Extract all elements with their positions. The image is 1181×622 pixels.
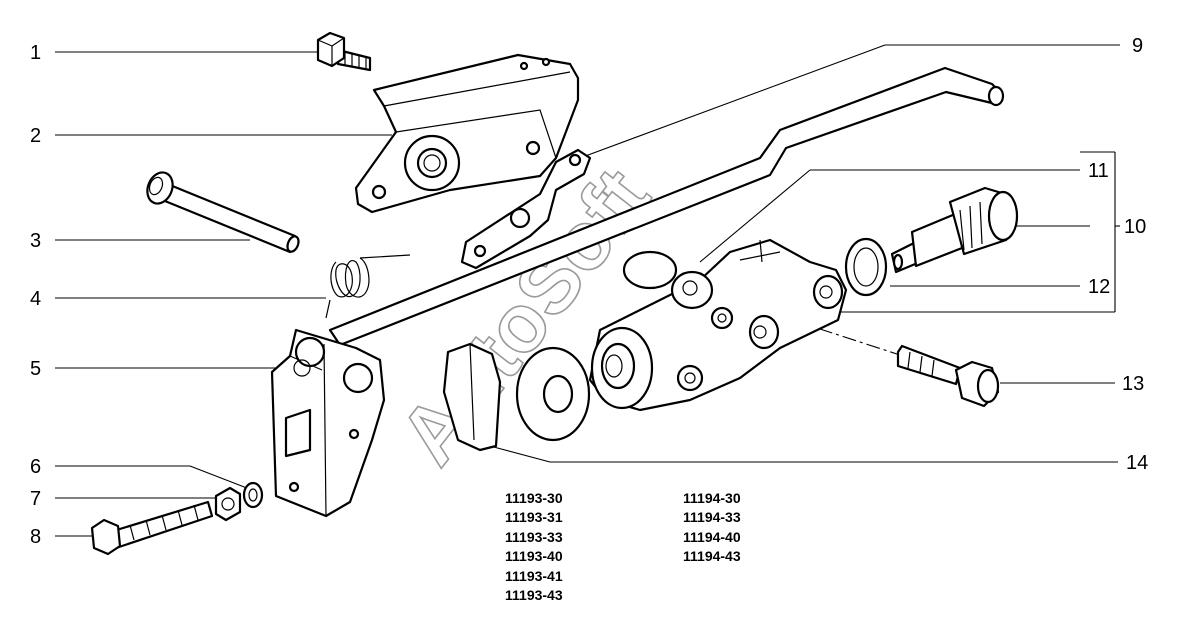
callout-13: 13 — [1122, 373, 1144, 395]
part-9-rod — [328, 66, 1005, 347]
variant-code: 11194-30 — [683, 490, 741, 506]
variant-code: 11194-40 — [683, 529, 741, 545]
variant-code: 11194-43 — [683, 548, 741, 564]
part-8-bolt — [90, 500, 214, 556]
part-12-seal-ring — [844, 237, 888, 297]
valve-body-assembly — [515, 238, 848, 442]
part-11-lever — [460, 148, 592, 270]
part-7-washer — [214, 486, 242, 522]
variant-code: 11193-41 — [505, 568, 563, 584]
part-5-lever-bracket — [270, 328, 386, 518]
part-13-bolt — [896, 344, 1000, 408]
callout-5: 5 — [30, 358, 41, 380]
variant-list-b: 11194-30 11194-33 11194-40 11194-43 — [683, 490, 741, 564]
variant-code: 11193-31 — [505, 509, 563, 525]
callout-10: 10 — [1124, 216, 1146, 238]
callout-4: 4 — [30, 288, 41, 310]
variant-code: 11193-30 — [505, 490, 563, 506]
part-14-bracket — [442, 342, 502, 452]
callout-1: 1 — [30, 42, 41, 64]
variant-code: 11193-43 — [505, 587, 563, 603]
part-6-lock-washer — [242, 481, 264, 509]
part-3-pin — [146, 171, 300, 254]
variant-list-a: 11193-30 11193-31 11193-33 11193-40 1119… — [505, 490, 563, 603]
variant-code: 11193-33 — [505, 529, 563, 545]
callout-3: 3 — [30, 230, 41, 252]
callout-12: 12 — [1088, 276, 1110, 298]
callout-11: 11 — [1088, 160, 1109, 182]
part-1-bolt — [316, 31, 372, 72]
leader-lines — [55, 44, 1120, 537]
part-4-spring — [325, 254, 411, 319]
callout-2: 2 — [30, 125, 41, 147]
part-2-bracket — [354, 53, 580, 214]
callout-9: 9 — [1132, 35, 1143, 57]
variant-code: 11193-40 — [505, 548, 563, 564]
callout-7: 7 — [30, 488, 41, 510]
callout-8: 8 — [30, 526, 41, 548]
callout-labels: 1 2 3 4 5 6 7 8 9 10 11 12 13 14 — [30, 35, 1148, 548]
part-10-plug — [890, 186, 1019, 274]
variant-code: 11194-33 — [683, 509, 741, 525]
callout-6: 6 — [30, 456, 41, 478]
callout-14: 14 — [1126, 452, 1148, 474]
